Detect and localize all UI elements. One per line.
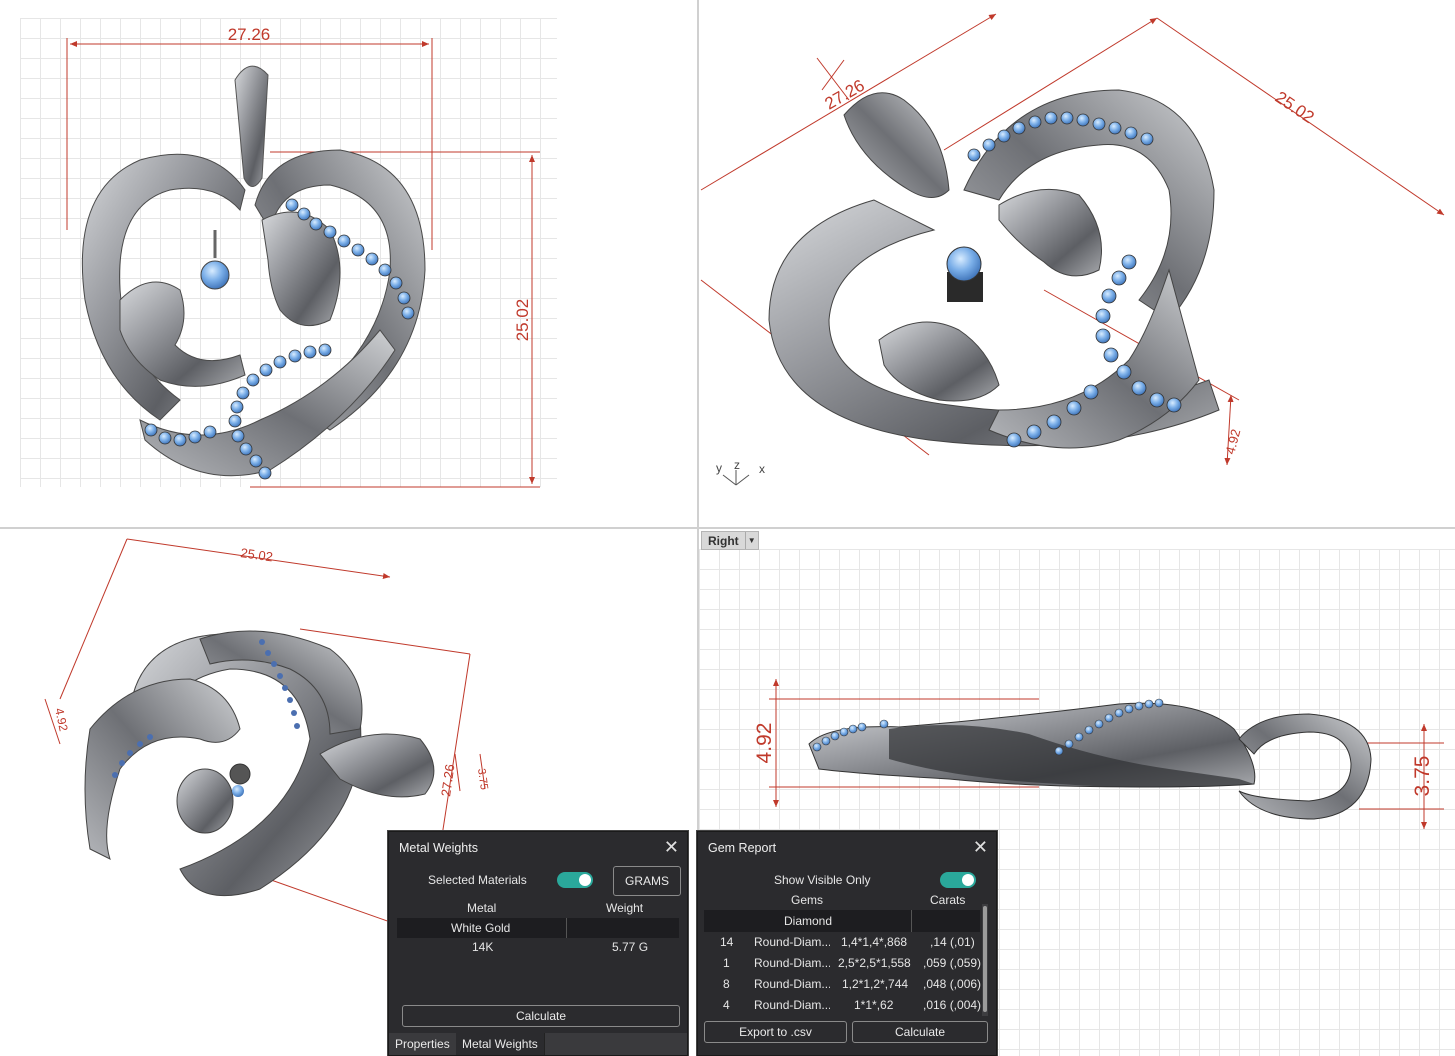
gem-carats: ,016 (,004) (923, 998, 982, 1012)
dim-right-text: 3.75 (1411, 756, 1434, 797)
group-row[interactable] (704, 910, 980, 932)
column-divider (566, 918, 567, 938)
viewport-label-right[interactable]: Right ▼ (701, 531, 759, 550)
close-icon[interactable]: ✕ (972, 837, 988, 857)
gem-size: 1*1*,62 (854, 998, 894, 1012)
calculate-button[interactable]: Calculate (852, 1021, 988, 1043)
perspective-scene: 27.26 25.02 4.92 (700, 13, 1445, 466)
gem-name[interactable]: Round-Diam... (754, 956, 830, 970)
group-name-white-gold: White Gold (451, 921, 511, 935)
group-row[interactable] (397, 918, 679, 938)
gem-carats: ,059 (,059) (923, 956, 982, 970)
viewport-label-text: Right (708, 533, 739, 548)
show-visible-only-toggle[interactable] (940, 872, 976, 888)
weight-cell: 5.77 G (612, 940, 649, 954)
gem-count: 1 (723, 956, 730, 970)
column-header-carats: Carats (930, 895, 966, 906)
gem-name[interactable]: Round-Diam... (754, 977, 830, 991)
dim-c-text: 27.26 (438, 763, 457, 797)
scrollbar-thumb[interactable] (983, 906, 987, 1012)
top-view-scene: 27.26 25.02 (66, 25, 540, 488)
tab-properties[interactable]: Properties (389, 1033, 457, 1055)
right-view-scene: 4.92 3.75 (753, 679, 1444, 829)
gem-carats: ,048 (,006) (923, 977, 982, 991)
dim-left-text: 4.92 (753, 723, 776, 764)
dim-width-text: 27.26 (228, 25, 271, 44)
dim-height-text: 25.02 (513, 299, 532, 342)
export-csv-button[interactable]: Export to .csv (704, 1021, 847, 1043)
bottom-left-scene: 25.02 4.92 27.26 3.75 (44, 538, 490, 930)
group-name-diamond: Diamond (784, 914, 833, 928)
chevron-down-icon[interactable]: ▼ (744, 532, 758, 549)
column-header-weight: Weight (606, 901, 644, 915)
dim-b-text: 25.02 (1272, 88, 1318, 128)
metal-cell[interactable]: 14K (472, 940, 494, 954)
dim-a-text: 25.02 (240, 545, 274, 564)
selected-materials-label: Selected Materials (428, 873, 527, 887)
gem-size: 2,5*2,5*1,558 (838, 956, 911, 970)
gem-size: 1,2*1,2*,744 (842, 977, 909, 991)
show-visible-only-label: Show Visible Only (774, 873, 871, 887)
column-divider (911, 910, 912, 932)
gem-count: 8 (723, 977, 730, 991)
gem-name[interactable]: Round-Diam... (754, 935, 830, 949)
metal-weights-panel: Metal Weights ✕ Selected Materials GRAMS… (388, 831, 688, 1056)
column-header-metal: Metal (467, 901, 497, 915)
axis-gizmo: y z x (711, 455, 781, 495)
dim-d-text: 3.75 (475, 768, 490, 791)
units-button[interactable]: GRAMS (613, 866, 681, 896)
gem-count: 14 (720, 935, 734, 949)
viewport-top[interactable]: 27.26 25.02 (0, 0, 697, 527)
axis-z-label: z (734, 458, 740, 472)
panel-tab-bar: Properties Metal Weights (389, 1033, 687, 1055)
gem-size: 1,4*1,4*,868 (841, 935, 908, 949)
gem-carats: ,14 (,01) (930, 935, 975, 949)
dim-b-text: 4.92 (52, 707, 71, 733)
gem-report-panel: Gem Report ✕ Show Visible Only Gems Cara… (697, 831, 997, 1056)
column-header-gems: Gems (791, 895, 824, 906)
dim-c-text: 4.92 (1222, 427, 1243, 455)
calculate-button[interactable]: Calculate (402, 1005, 680, 1027)
tab-metal-weights[interactable]: Metal Weights (456, 1033, 545, 1055)
axis-x-label: x (759, 462, 765, 476)
panel-title: Gem Report (708, 841, 777, 855)
selected-materials-toggle[interactable] (557, 872, 593, 888)
viewport-bottom-left[interactable]: 25.02 4.92 27.26 3.75 (0, 529, 697, 1056)
gem-count: 4 (723, 998, 730, 1012)
viewport-divider-horizontal[interactable] (0, 527, 1455, 529)
panel-title: Metal Weights (399, 841, 478, 855)
axis-y-label: y (716, 461, 722, 475)
gem-list-scrollbar[interactable] (982, 904, 988, 1016)
viewport-perspective[interactable]: 27.26 25.02 4.92 (699, 0, 1455, 527)
gem-name[interactable]: Round-Diam... (754, 998, 830, 1012)
close-icon[interactable]: ✕ (663, 837, 679, 857)
